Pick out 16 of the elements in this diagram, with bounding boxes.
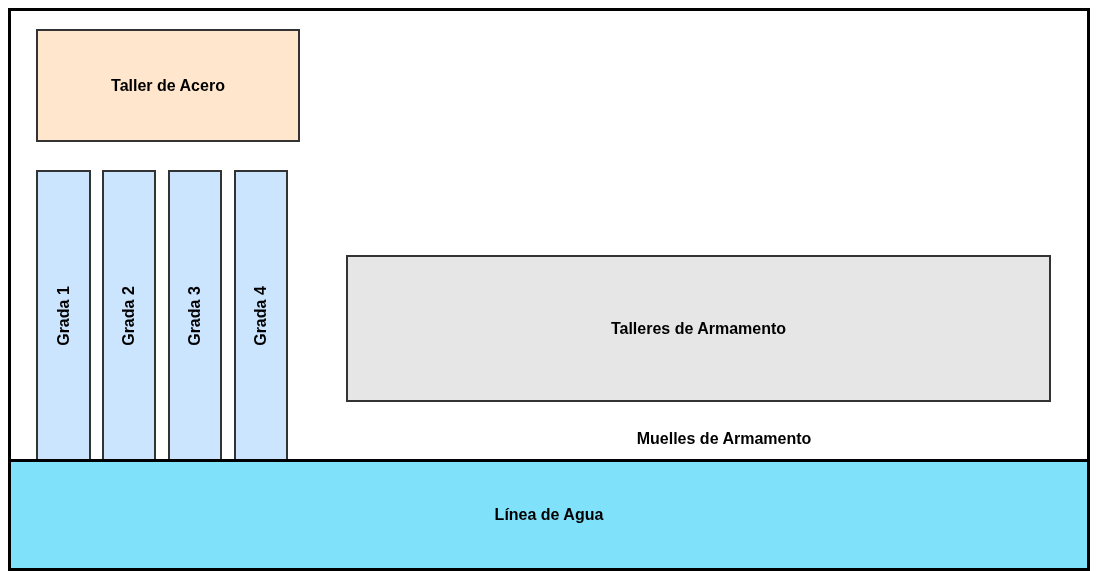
vertical-label: Grada 2 xyxy=(119,286,138,346)
shipyard-area xyxy=(8,8,1090,462)
workshop-box xyxy=(346,255,1051,402)
area-label: Muelles de Armamento xyxy=(635,429,813,449)
vertical-label: Grada 4 xyxy=(251,286,270,346)
vertical-label: Grada 1 xyxy=(53,286,73,346)
box-label: Talleres de Armamento xyxy=(610,318,787,339)
slipway-bar xyxy=(168,170,222,462)
slipway-bar xyxy=(234,170,288,462)
band-label: Línea de Agua xyxy=(494,505,604,525)
water-band xyxy=(8,459,1090,571)
slipway-bar xyxy=(36,170,91,462)
vertical-label: Grada 3 xyxy=(185,286,204,346)
workshop-box xyxy=(36,29,300,142)
slipway-bar xyxy=(102,170,156,462)
box-label: Taller de Acero xyxy=(111,75,225,96)
